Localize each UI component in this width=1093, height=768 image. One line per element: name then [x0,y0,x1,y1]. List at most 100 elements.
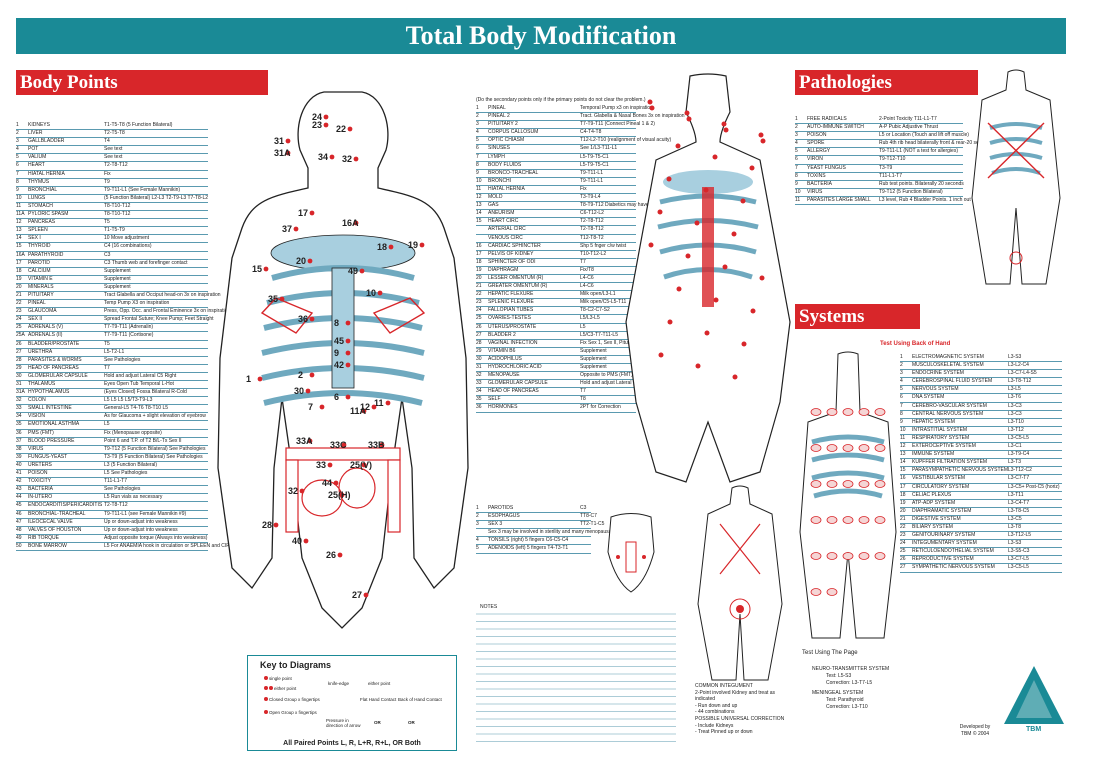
body-point-cell-b: T1-T5-T9 [104,227,125,234]
system-point-marker [842,444,854,452]
secondary-point-cell-a: HIATAL HERNIA [488,185,525,192]
body-point-label: 49 [348,266,358,276]
face-point-cell-n [476,529,488,536]
secondary-point-cell-a: PITUITARY 2 [488,121,518,128]
system-cell-n: 4 [900,378,903,385]
secondary-point-cell-n: 28 [476,339,482,346]
system-point-marker [826,588,838,596]
body-point-cell-b: Tract Glabella and Occiput head-on 3x on… [104,291,221,298]
meningeal-system: MENINGEAL SYSTEM [812,690,864,696]
key-footer: All Paired Points L, R, L+R, R+L, OR Bot… [283,740,421,747]
body-point-label: 23 [312,120,322,130]
body-point-cell-a: LUNGS [28,194,46,201]
body-point-cell-n: 45 [16,502,22,509]
pathology-cell-n: 3 [795,132,798,139]
female-point-marker [647,99,653,105]
body-point-cell-b: Spread Frontal Suture; Knee Pump; Feet S… [104,316,214,323]
body-point-cell-n: 19 [16,275,22,282]
standing-body-diagram [697,485,783,681]
system-cell-b: L3-T12-C2 [1008,467,1032,474]
body-point-cell-a: IN-UTERO [28,494,53,501]
body-point-marker [303,538,309,544]
secondary-point-cell-a: SINUSES [488,145,510,152]
body-point-cell-a: THYROID [28,243,51,250]
body-point-cell-n: 11 [16,202,22,209]
body-point-cell-n: 3 [16,138,19,145]
system-cell-n: 12 [900,443,906,450]
system-point-marker [826,480,838,488]
pathology-cell-a: BACTERIA [807,180,833,187]
body-point-cell-b: L5 [104,421,110,428]
body-point-cell-b: Supplement [104,275,131,282]
secondary-point-cell-n: 8 [476,161,479,168]
female-point-marker [740,198,746,204]
secondary-point-cell-n: 22 [476,291,482,298]
body-point-label: 24 [312,112,322,122]
face-point-cell-b [580,537,591,544]
body-point-cell-a: ENDOCARDITIS/PERICARDITIS [28,502,103,509]
female-point-marker [666,176,672,182]
system-cell-b: L3-T12-L5 [1008,532,1032,539]
system-cell-a: HEPATIC SYSTEM [912,418,955,425]
body-point-cell-a: EMOTIONAL ASTHMA [28,421,80,428]
system-point-marker [810,552,822,560]
secondary-point-cell-a: PINEAL [488,105,506,111]
body-point-cell-a: BRONCHIAL-TRACHEAL [28,510,86,517]
secondary-point-cell-b: Supplement [580,364,607,370]
secondary-point-cell-b: Milk open/C5-L5-T11 [580,299,627,306]
face-point-cell-n: 1 [476,505,479,511]
body-point-cell-b: Point 6 and T.P. of T2 B/L-Tx Sex II [104,437,182,444]
system-cell-a: GENITOURINARY SYSTEM [912,532,976,539]
notes-lines [476,613,676,742]
body-point-label: 31A [274,148,291,158]
female-point-marker [667,319,673,325]
female-point-marker [749,165,755,171]
body-point-cell-n: 26 [16,340,22,347]
body-point-cell-n: 14 [16,235,22,242]
body-point-cell-a: THYMUS [28,178,50,185]
body-point-cell-a: POT [28,146,39,153]
body-point-cell-n: 47 [16,518,22,525]
neuro-system: NEURO-TRANSMITTER SYSTEM [812,666,890,672]
secondary-point-cell-a: SPLENIC FLEXURE [488,299,534,306]
body-point-marker [327,462,333,468]
body-point-label: 6 [334,392,339,402]
system-point-marker [810,516,822,524]
body-point-cell-b: T5 [104,219,110,226]
face-point-cell-b [580,545,591,552]
system-cell-b: L3-C7-T7 [1008,475,1030,482]
pathology-cell-a: POISON [807,132,827,139]
body-point-cell-a: SEX I [28,235,41,242]
secondary-point-cell-b: C6-T12-L2 [580,210,604,217]
pathology-cell-a: YEAST FUNGUS [807,164,846,171]
body-point-label: 32 [342,154,352,164]
body-point-cell-a: KIDNEYS [28,122,50,128]
female-point-marker [758,132,764,138]
body-point-cell-b: T2-T5-T8 [104,130,125,137]
body-point-marker [273,522,279,528]
key-either-point-2: either point [368,681,391,686]
body-point-cell-n: 17 [16,259,22,266]
secondary-point-cell-a: ACIDOPHILUS [488,355,522,362]
body-point-cell-n: 8 [16,178,19,185]
secondary-point-cell-a: GLOMERULAR CAPSULE [488,380,548,387]
body-point-marker [307,258,313,264]
body-point-cell-n: 35 [16,421,22,428]
